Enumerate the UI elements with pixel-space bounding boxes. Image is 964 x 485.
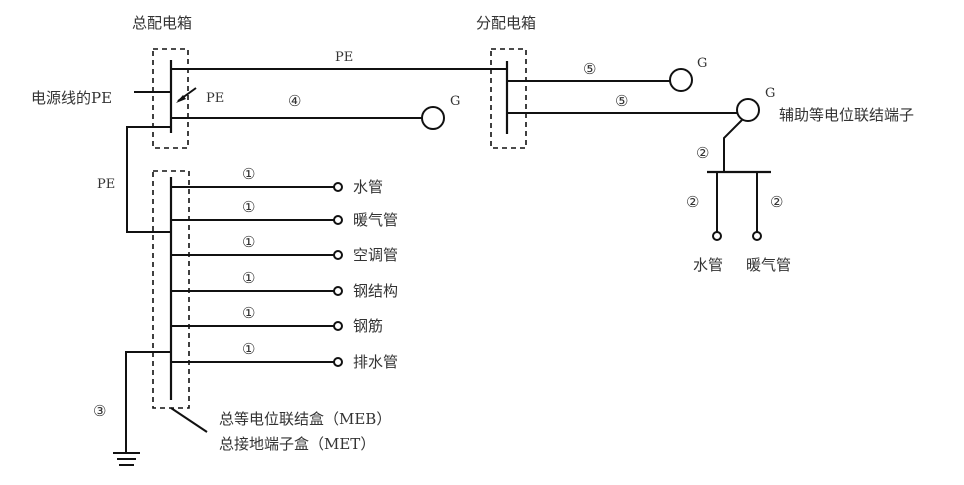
meb-branch-marker: ① xyxy=(242,304,255,322)
meb-branch-label: 排水管 xyxy=(353,353,398,371)
meb-branches: ① 水管 ① 暖气管 ① 空调管 ① 钢结构 ① 钢筋 ① 排水管 xyxy=(171,165,398,371)
pe-trunk-label: PE xyxy=(97,177,115,192)
g-terminal-2 xyxy=(669,68,693,92)
meb-branch-label: 水管 xyxy=(353,178,383,196)
ground-marker: ③ xyxy=(93,402,106,420)
aux-water-marker: ② xyxy=(686,193,699,211)
g-terminal-1 xyxy=(421,106,445,130)
aux-water-terminal xyxy=(712,231,722,241)
pe-trunk-line xyxy=(126,126,171,233)
main-box-outline xyxy=(152,48,189,149)
pe-arrow-head xyxy=(176,95,186,103)
meb-branch-label: 空调管 xyxy=(353,246,398,264)
main-box-title: 总配电箱 xyxy=(132,14,192,32)
distribution-box-title: 分配电箱 xyxy=(476,14,536,32)
incoming-pe-label: 电源线的PE xyxy=(31,89,112,107)
conductor-5-marker-2: ⑤ xyxy=(615,92,628,110)
conductor-5-marker-1: ⑤ xyxy=(583,60,596,78)
pe-feeder-label: PE xyxy=(335,50,353,65)
aux-water-label: 水管 xyxy=(693,256,723,274)
meb-branch-marker: ① xyxy=(242,233,255,251)
meb-branch-label: 钢结构 xyxy=(353,282,398,300)
aux-heating-terminal xyxy=(752,231,762,241)
g-label-2: G xyxy=(697,56,707,71)
meb-label-2: 总接地端子盒（MET） xyxy=(219,435,375,453)
meb-branch-terminal xyxy=(333,182,343,192)
g-label-1: G xyxy=(450,94,460,109)
aux-branch-line xyxy=(723,119,743,172)
aux-terminal xyxy=(736,98,760,122)
ground-conductor xyxy=(125,351,171,452)
distribution-box-outline xyxy=(490,48,527,149)
meb-branch-terminal xyxy=(333,215,343,225)
meb-branch-marker: ① xyxy=(242,198,255,216)
meb-branch-terminal xyxy=(333,321,343,331)
meb-branch-marker: ① xyxy=(242,340,255,358)
meb-branch-terminal xyxy=(333,250,343,260)
pe-arrow-label: PE xyxy=(206,91,224,106)
aux-terminal-label: 辅助等电位联结端子 xyxy=(779,106,914,124)
meb-label-1: 总等电位联结盒（MEB） xyxy=(219,410,391,428)
conductor-4-marker: ④ xyxy=(288,92,301,110)
meb-branch-marker: ① xyxy=(242,165,255,183)
meb-branch-label: 暖气管 xyxy=(353,211,398,229)
g-label-3: G xyxy=(765,86,775,101)
aux-heating-label: 暖气管 xyxy=(746,256,791,274)
aux-heating-marker: ② xyxy=(770,193,783,211)
meb-branch-terminal xyxy=(333,286,343,296)
aux-branch-marker: ② xyxy=(696,144,709,162)
meb-branch-label: 钢筋 xyxy=(353,317,383,335)
meb-branch-terminal xyxy=(333,357,343,367)
meb-branch-marker: ① xyxy=(242,269,255,287)
meb-leader-line xyxy=(170,407,208,433)
